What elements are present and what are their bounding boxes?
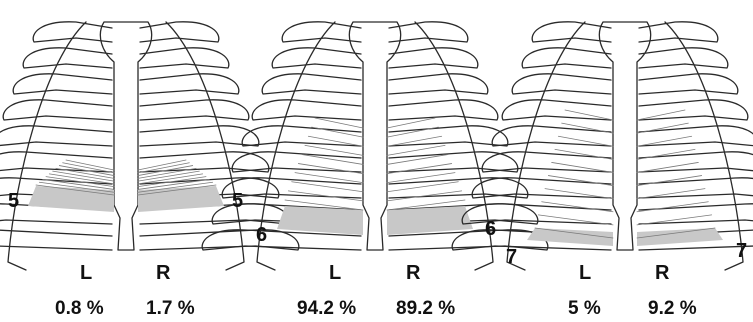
rib-number-left-panel-3: 7 [506, 246, 517, 269]
rib-left [0, 230, 112, 250]
muscle-fiber [295, 173, 363, 183]
side-label-left-panel-3: L [579, 262, 591, 285]
muscle-fiber [538, 215, 613, 225]
rib-left [23, 48, 112, 68]
rib-right [389, 74, 488, 94]
rib-right [639, 74, 738, 94]
percentage-right-panel-2: 89.2 % [396, 298, 455, 320]
rib-left [252, 100, 361, 120]
rib-left [3, 100, 112, 120]
rib-right [140, 100, 249, 120]
side-label-right-panel-2: R [406, 262, 420, 285]
side-label-right-panel-3: R [655, 262, 669, 285]
rib-right [389, 100, 498, 120]
rib-number-right-panel-3: 7 [736, 240, 747, 263]
rib-right [639, 100, 748, 120]
sternum [599, 22, 650, 250]
rib-right [389, 152, 518, 172]
rib-left [272, 48, 361, 68]
muscle-fiber [637, 215, 712, 225]
rib-right [140, 48, 229, 68]
percentage-left-panel-1: 0.8 % [55, 298, 104, 320]
side-label-left-panel-1: L [80, 262, 92, 285]
muscle-slip-left [28, 186, 114, 212]
rib-right [639, 178, 753, 198]
muscle-fiber [387, 173, 455, 183]
rib-left [13, 74, 112, 94]
percentage-right-panel-1: 1.7 % [146, 298, 195, 320]
side-label-right-panel-1: R [156, 262, 170, 285]
rib-left [262, 74, 361, 94]
rib-right [639, 48, 728, 68]
muscle-fiber [298, 164, 363, 174]
rib-left [512, 74, 611, 94]
muscle-slip-right [138, 186, 224, 212]
muscle-slip-right [637, 228, 723, 246]
rib-left [522, 48, 611, 68]
rib-right [140, 74, 239, 94]
rib-number-right-panel-1: 5 [232, 190, 243, 213]
muscle-fiber [387, 164, 452, 174]
rib-left [502, 100, 611, 120]
rib-number-right-panel-2: 6 [485, 218, 496, 241]
rib-right [389, 48, 478, 68]
ribcage-panel-3 [452, 22, 753, 270]
rib-left [0, 126, 112, 146]
rib-number-left-panel-2: 6 [256, 224, 267, 247]
sternum [100, 22, 151, 250]
muscle-slip-left [277, 206, 363, 235]
rib-number-left-panel-1: 5 [8, 190, 19, 213]
rib-right [140, 126, 259, 146]
side-label-left-panel-2: L [329, 262, 341, 285]
muscle-fiber [305, 145, 363, 155]
rib-left [232, 152, 361, 172]
ribcage-panel-1 [0, 22, 299, 270]
muscle-fiber [387, 145, 445, 155]
percentage-right-panel-3: 9.2 % [648, 298, 697, 320]
percentage-left-panel-3: 5 % [568, 298, 601, 320]
muscle-slip-right [387, 206, 473, 235]
percentage-left-panel-2: 94.2 % [297, 298, 356, 320]
muscle-slip-left [527, 228, 613, 246]
